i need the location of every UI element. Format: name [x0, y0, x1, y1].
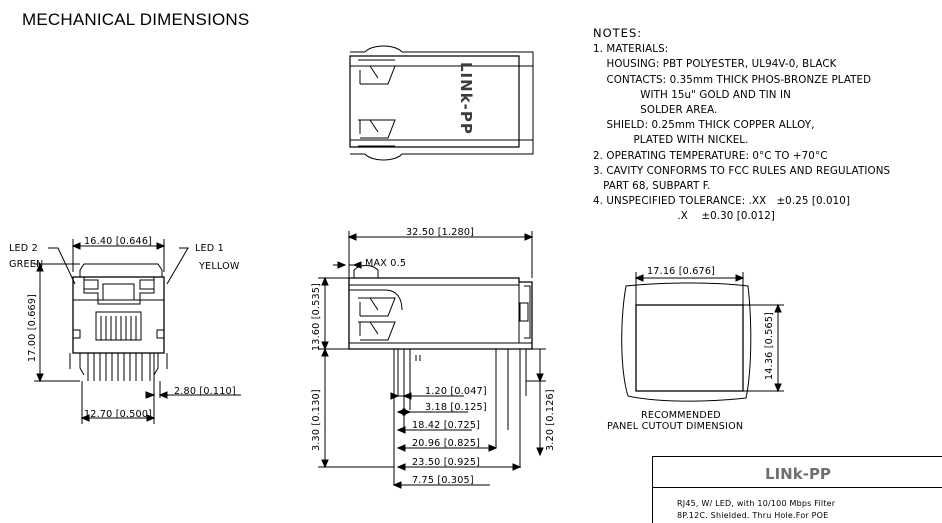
notes-block: NOTES: 1. MATERIALS: HOUSING: PBT POLYES… — [593, 26, 890, 225]
notes-line: SOLDER AREA. — [593, 104, 718, 117]
panel-cutout — [621, 272, 784, 402]
led1-label: LED 1 — [195, 243, 224, 254]
cutout-caption-2: PANEL CUTOUT DIMENSION — [607, 421, 744, 432]
notes-line: CONTACTS: 0.35mm THICK PHOS-BRONZE PLATE… — [593, 73, 872, 86]
notes-line: PLATED WITH NICKEL. — [593, 134, 749, 147]
notes-line: 2. OPERATING TEMPERATURE: 0°C TO +70°C — [593, 149, 828, 162]
title-block: LINk-PP RJ45, W/ LED, with 10/100 Mbps F… — [652, 456, 942, 523]
front-view — [34, 239, 241, 424]
led2-color: GREEN — [9, 259, 44, 270]
cutout-caption-1: RECOMMENDED — [641, 410, 721, 421]
notes-line: HOUSING: PBT POLYESTER, UL94V-0, BLACK — [593, 58, 837, 71]
side-view — [318, 231, 546, 489]
right-pin-dim: 3.20 [0.126] — [545, 389, 556, 451]
side-dim: 18.42 [0.725] — [412, 420, 481, 431]
max-label: MAX 0.5 — [365, 258, 407, 269]
side-dim: 23.50 [0.925] — [412, 457, 481, 468]
page-title: MECHANICAL DIMENSIONS — [22, 10, 250, 29]
titleblock-brand: LINk-PP — [653, 461, 942, 488]
notes-line: 4. UNSPECIFIED TOLERANCE: .XX ±0.25 [0.0… — [593, 195, 851, 208]
brand-side-label: LINk-PP — [457, 62, 475, 135]
notes-line: .X ±0.30 [0.012] — [593, 210, 775, 223]
notes-line: WITH 15u" GOLD AND TIN IN — [593, 88, 791, 101]
front-height-dim: 17.00 [0.669] — [27, 293, 38, 362]
side-dim: 7.75 [0.305] — [412, 475, 474, 486]
titleblock-desc-2: 8P.12C. Shielded. Thru Hole.For POE — [677, 511, 829, 520]
notes-line: 3. CAVITY CONFORMS TO FCC RULES AND REGU… — [593, 164, 891, 177]
side-dim: 20.96 [0.825] — [412, 438, 481, 449]
led1-color: YELLOW — [199, 261, 240, 272]
notes-line: 1. MATERIALS: — [593, 43, 669, 56]
side-dim: 3.18 [0.125] — [425, 402, 487, 413]
side-length-dim: 32.50 [1.280] — [406, 227, 475, 238]
front-width-dim: 16.40 [0.646] — [84, 236, 153, 247]
led2-label: LED 2 — [9, 243, 38, 254]
titleblock-desc-1: RJ45, W/ LED, with 10/100 Mbps Filter — [677, 499, 836, 508]
top-view — [349, 45, 534, 161]
pin-span-dim: 12.70 [0.500] — [84, 409, 153, 420]
cutout-width-dim: 17.16 [0.676] — [647, 266, 716, 277]
pin-offset-dim: 2.80 [0.110] — [174, 386, 236, 397]
pin-length-dim: 3.30 [0.130] — [311, 389, 322, 451]
cutout-height-dim: 14.36 [0.565] — [764, 311, 775, 380]
notes-line: PART 68, SUBPART F. — [593, 180, 711, 193]
notes-line: SHIELD: 0.25mm THICK COPPER ALLOY, — [593, 119, 815, 132]
notes-heading: NOTES: — [593, 26, 643, 40]
side-dim: 1.20 [0.047] — [425, 386, 487, 397]
side-height-dim: 13.60 [0.535] — [311, 282, 322, 351]
